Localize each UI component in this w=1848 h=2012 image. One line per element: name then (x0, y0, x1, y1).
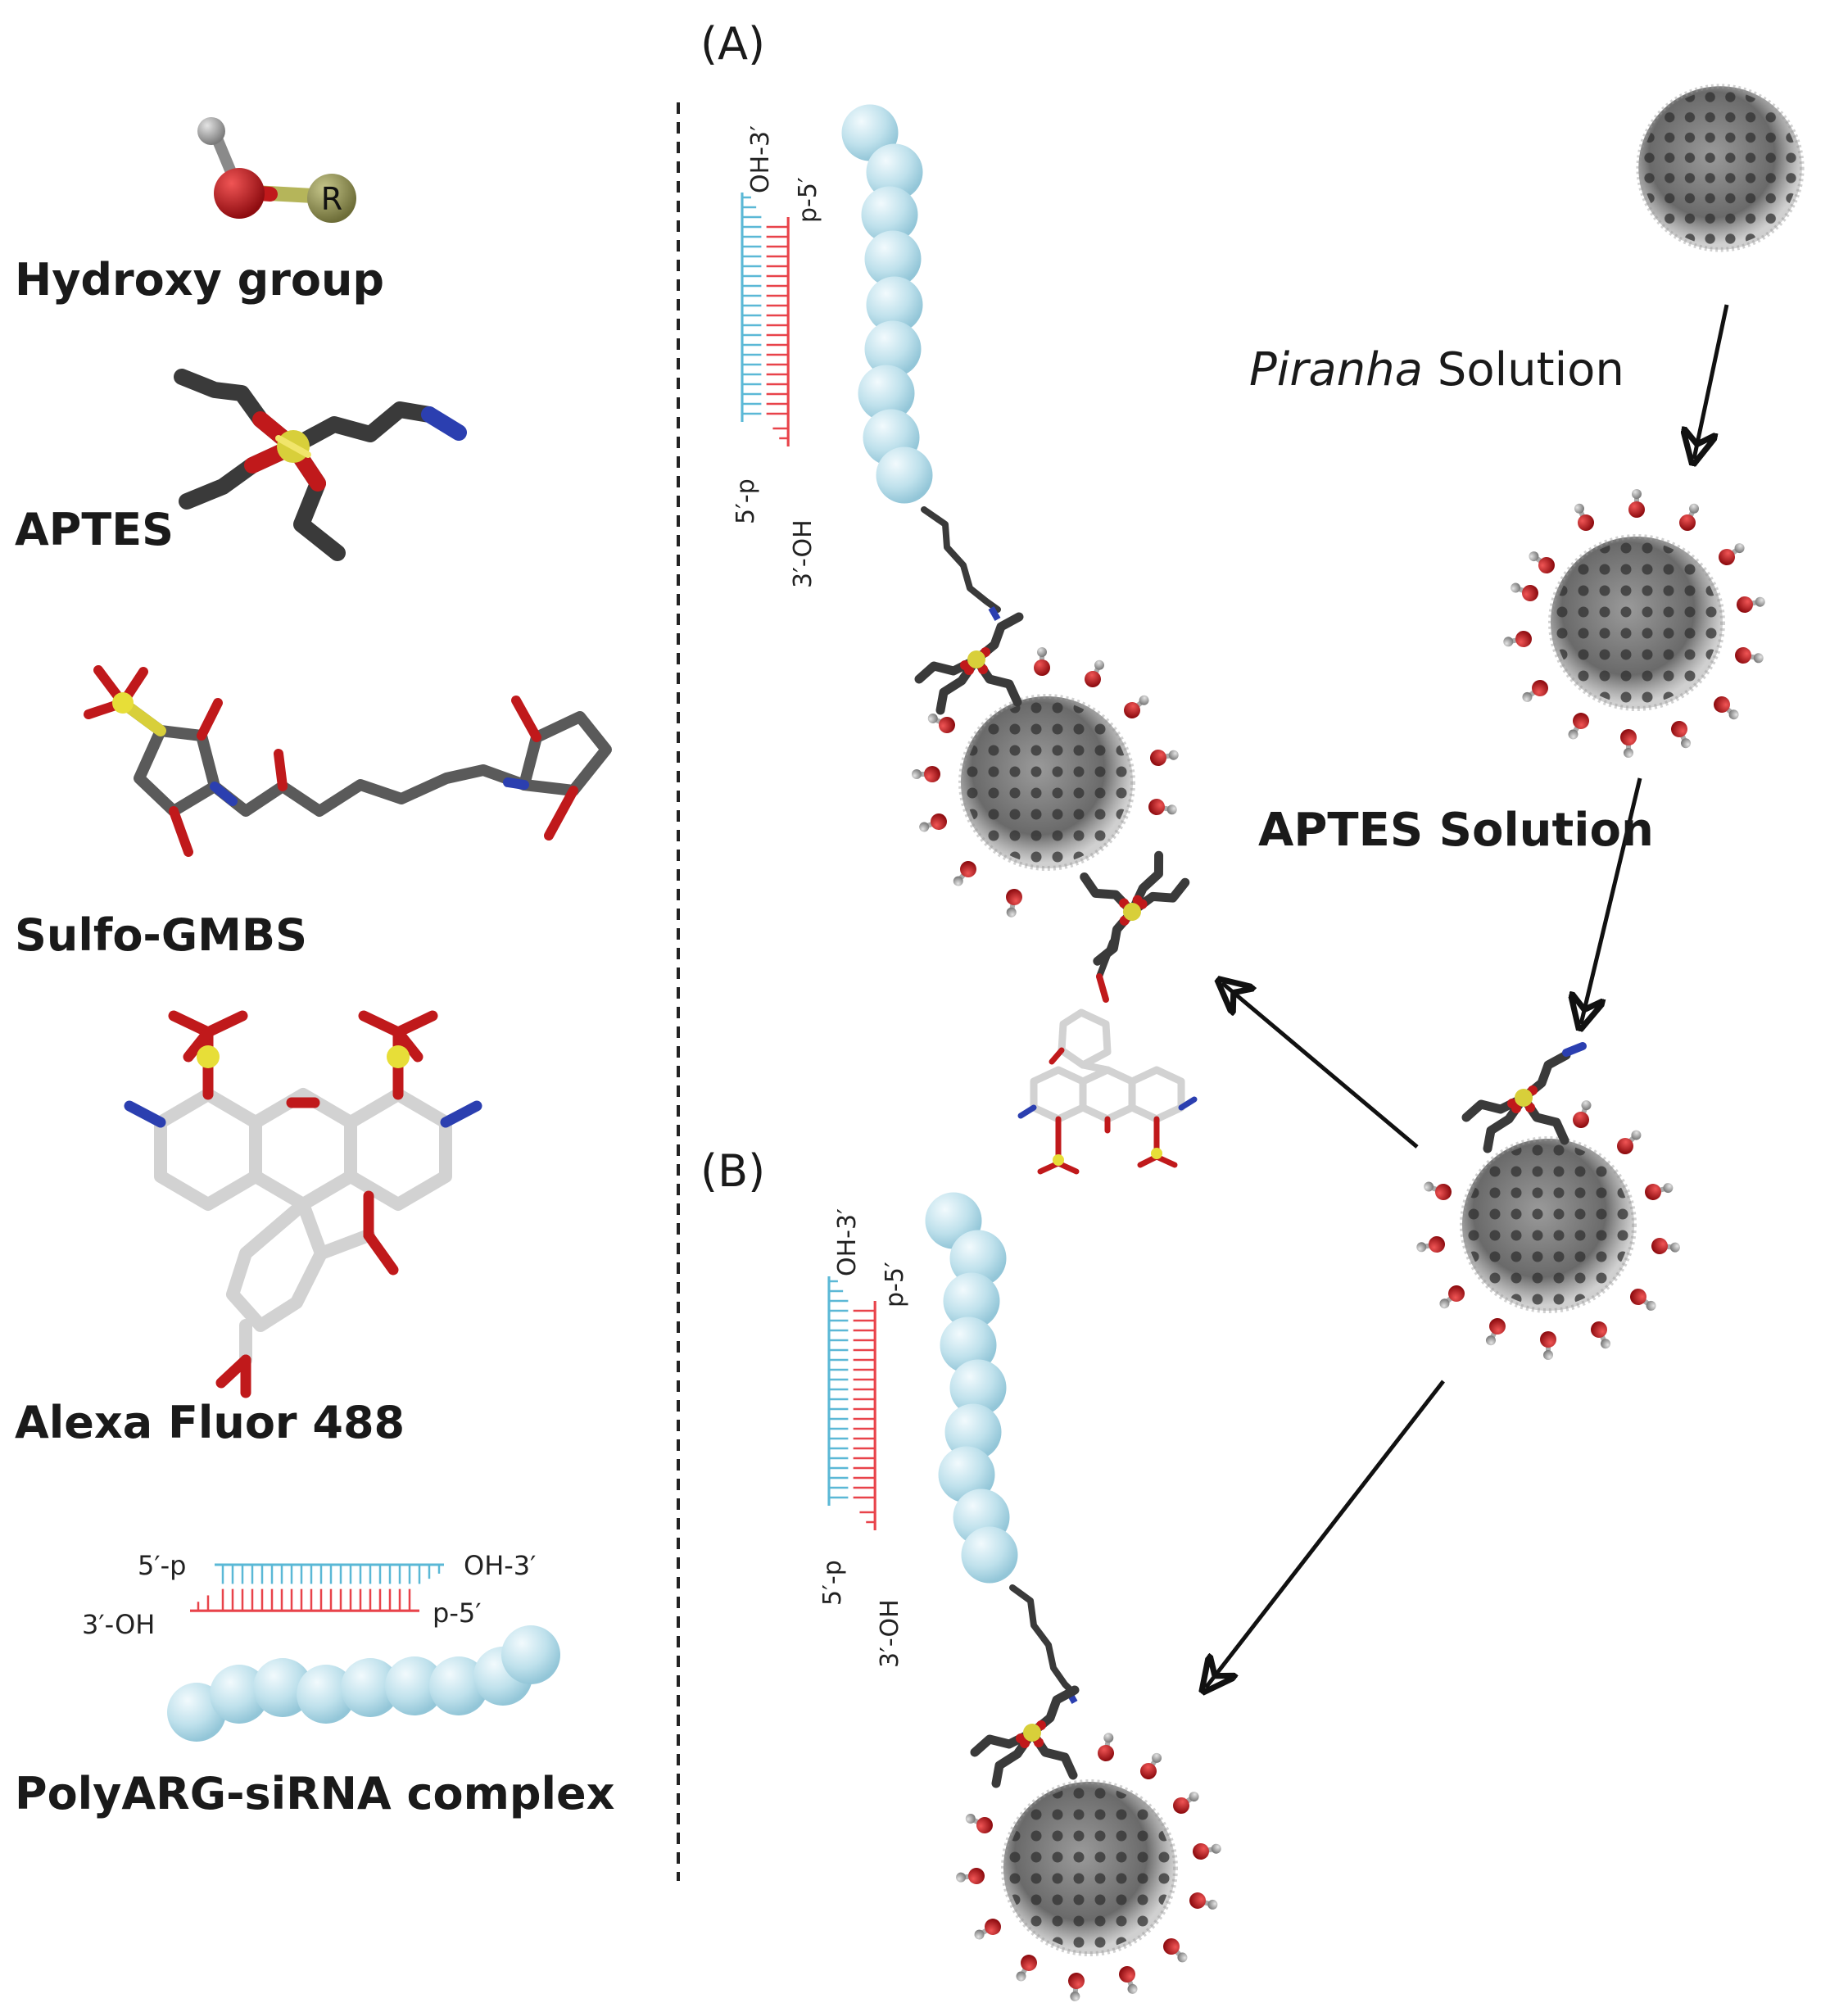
panel-b-sirna-duplex-icon (827, 1275, 877, 1532)
a-p5-label: p-5′ (794, 177, 822, 223)
panel-a-polyarg-chain-icon (841, 104, 933, 504)
reaction-arrow-to-b (1206, 1380, 1445, 1688)
a-5p-label: 5′-p (732, 478, 760, 524)
aptes-nanoparticle (1415, 1042, 1681, 1360)
bare-nanoparticle (1638, 86, 1802, 250)
polyarg-complex-label: PolyARG-siRNA complex (15, 1768, 615, 1819)
panel-a-label: (A) (700, 18, 765, 70)
alexa-fluor-molecule-icon (124, 1010, 482, 1398)
b-p5-label: p-5′ (881, 1262, 909, 1307)
panel-b-label: (B) (700, 1145, 765, 1197)
legend: R Hydroxy group APTES (15, 117, 615, 1819)
panel-b-polyarg-chain-icon (925, 1192, 1018, 1584)
sirna-duplex-icon (188, 1563, 446, 1613)
b-oh3-label: OH-3′ (833, 1208, 862, 1276)
panel-a-assembly: OH-3′ p-5′ 5′-p 3′-OH (732, 104, 1198, 1175)
aptes-molecule-icon (174, 369, 467, 561)
legend-p5-label: p-5′ (433, 1597, 481, 1629)
aptes-solution-label: APTES Solution (1258, 804, 1654, 857)
piranha-step-label: Piranha Solution (1249, 343, 1624, 397)
panel-a-sirna-duplex-icon (741, 191, 790, 448)
legend-5p-label: 5′-p (138, 1550, 186, 1581)
panel-b-assembly: OH-3′ p-5′ 5′-p 3′-OH (818, 1192, 1222, 2002)
panel-a-alexa-dye-icon (1017, 939, 1198, 1175)
hydroxy-molecule-icon: R (197, 117, 356, 223)
legend-3oh-label: 3′-OH (82, 1609, 155, 1640)
sulfo-gmbs-molecule-icon (84, 665, 612, 857)
legend-oh3-label: OH-3′ (464, 1550, 536, 1581)
a-oh3-label: OH-3′ (746, 125, 775, 193)
reaction-arrow-to-a (1222, 983, 1419, 1149)
hydroxy-group-label: Hydroxy group (15, 254, 384, 306)
hydroxylated-nanoparticle (1502, 489, 1767, 758)
panel-b-linker (1009, 1584, 1076, 1696)
b-3oh-label: 3′-OH (876, 1599, 904, 1668)
a-3oh-label: 3′-OH (789, 519, 818, 588)
aptes-label: APTES (15, 504, 174, 555)
panel-a-linker (921, 506, 1001, 613)
sulfo-gmbs-label: Sulfo-GMBS (15, 909, 307, 961)
polyarg-chain-icon (167, 1625, 560, 1742)
reaction-arrow-1 (1694, 304, 1729, 459)
reaction-arrow-2 (1581, 777, 1642, 1024)
b-5p-label: 5′-p (818, 1560, 847, 1606)
alexa-fluor-label: Alexa Fluor 488 (15, 1397, 405, 1448)
r-atom-label: R (321, 181, 342, 217)
